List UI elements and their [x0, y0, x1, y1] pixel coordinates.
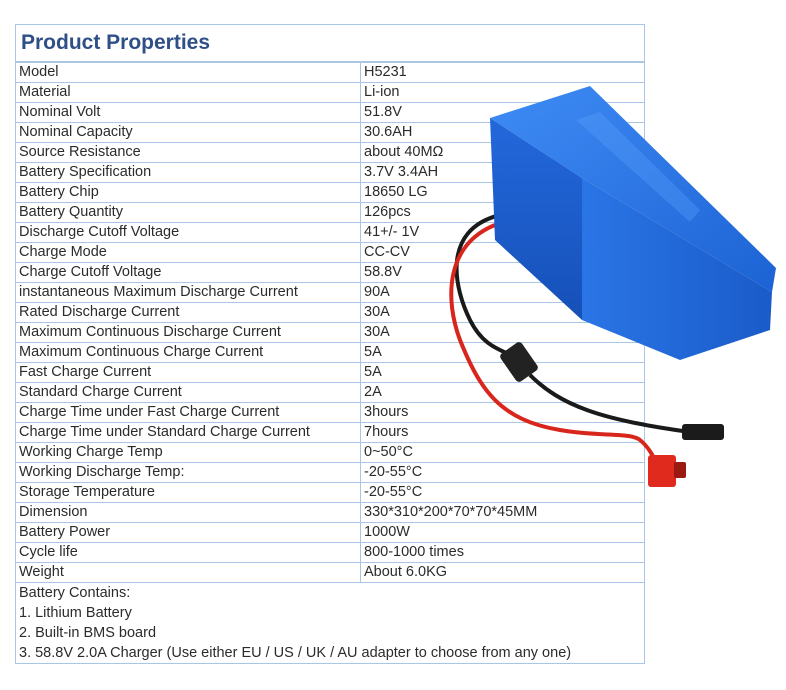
contains-item: 2. Built-in BMS board: [19, 625, 157, 641]
property-value: 90A: [360, 282, 644, 303]
property-value: 30A: [360, 302, 644, 323]
property-label: Maximum Continuous Discharge Current: [16, 322, 361, 343]
property-row: Storage Temperature-20-55°C: [16, 482, 644, 503]
property-label: Charge Time under Standard Charge Curren…: [16, 422, 361, 443]
property-value: Li-ion: [360, 82, 644, 103]
property-label: Battery Chip: [16, 182, 361, 203]
property-label: Battery Quantity: [16, 202, 361, 223]
property-label: Nominal Capacity: [16, 122, 361, 143]
property-value: 1000W: [360, 522, 644, 543]
contains-item: 1. Lithium Battery: [19, 605, 132, 621]
property-value: about 40MΩ: [360, 142, 644, 163]
property-label: Discharge Cutoff Voltage: [16, 222, 361, 243]
red-connector-tip: [674, 462, 686, 478]
property-value: H5231: [360, 62, 644, 83]
property-value: 330*310*200*70*70*45MM: [360, 502, 644, 523]
property-label: Standard Charge Current: [16, 382, 361, 403]
red-connector: [648, 455, 676, 487]
property-label: Charge Mode: [16, 242, 361, 263]
page-title: Product Properties: [21, 31, 211, 54]
property-label: Charge Time under Fast Charge Current: [16, 402, 361, 423]
property-value: 7hours: [360, 422, 644, 443]
property-label: Source Resistance: [16, 142, 361, 163]
property-label: Nominal Volt: [16, 102, 361, 123]
property-label: Storage Temperature: [16, 482, 361, 503]
contains-heading: Battery Contains:: [19, 585, 131, 601]
contains-item: 3. 58.8V 2.0A Charger (Use either EU / U…: [19, 645, 572, 661]
property-label: Working Discharge Temp:: [16, 462, 361, 483]
property-value: 51.8V: [360, 102, 644, 123]
property-value: 5A: [360, 342, 644, 363]
property-label: Working Charge Temp: [16, 442, 361, 463]
property-label: Fast Charge Current: [16, 362, 361, 383]
property-value: 0~50°C: [360, 442, 644, 463]
property-value: -20-55°C: [360, 482, 644, 503]
property-value: About 6.0KG: [360, 562, 644, 583]
property-label: Maximum Continuous Charge Current: [16, 342, 361, 363]
property-label: Battery Power: [16, 522, 361, 543]
title-row: Product Properties: [16, 25, 644, 62]
property-value: 3hours: [360, 402, 644, 423]
property-value: CC-CV: [360, 242, 644, 263]
property-label: Model: [16, 62, 361, 83]
property-value: -20-55°C: [360, 462, 644, 483]
property-value: 126pcs: [360, 202, 644, 223]
property-row: Charge Time under Standard Charge Curren…: [16, 422, 644, 443]
property-value: 2A: [360, 382, 644, 403]
property-value: 5A: [360, 362, 644, 383]
property-value: 41+/- 1V: [360, 222, 644, 243]
property-value: 18650 LG: [360, 182, 644, 203]
property-value: 800-1000 times: [360, 542, 644, 563]
property-value: 30.6AH: [360, 122, 644, 143]
property-label: instantaneous Maximum Discharge Current: [16, 282, 361, 303]
property-label: Dimension: [16, 502, 361, 523]
property-value: 30A: [360, 322, 644, 343]
property-label: Charge Cutoff Voltage: [16, 262, 361, 283]
property-row: Working Discharge Temp:-20-55°C: [16, 462, 644, 483]
property-label: Material: [16, 82, 361, 103]
property-label: Rated Discharge Current: [16, 302, 361, 323]
property-value: 3.7V 3.4AH: [360, 162, 644, 183]
property-label: Cycle life: [16, 542, 361, 563]
property-label: Weight: [16, 562, 361, 583]
property-label: Battery Specification: [16, 162, 361, 183]
connector: [682, 424, 724, 440]
battery-contains-section: Battery Contains: 1. Lithium Battery 2. …: [16, 583, 644, 663]
property-value: 58.8V: [360, 262, 644, 283]
